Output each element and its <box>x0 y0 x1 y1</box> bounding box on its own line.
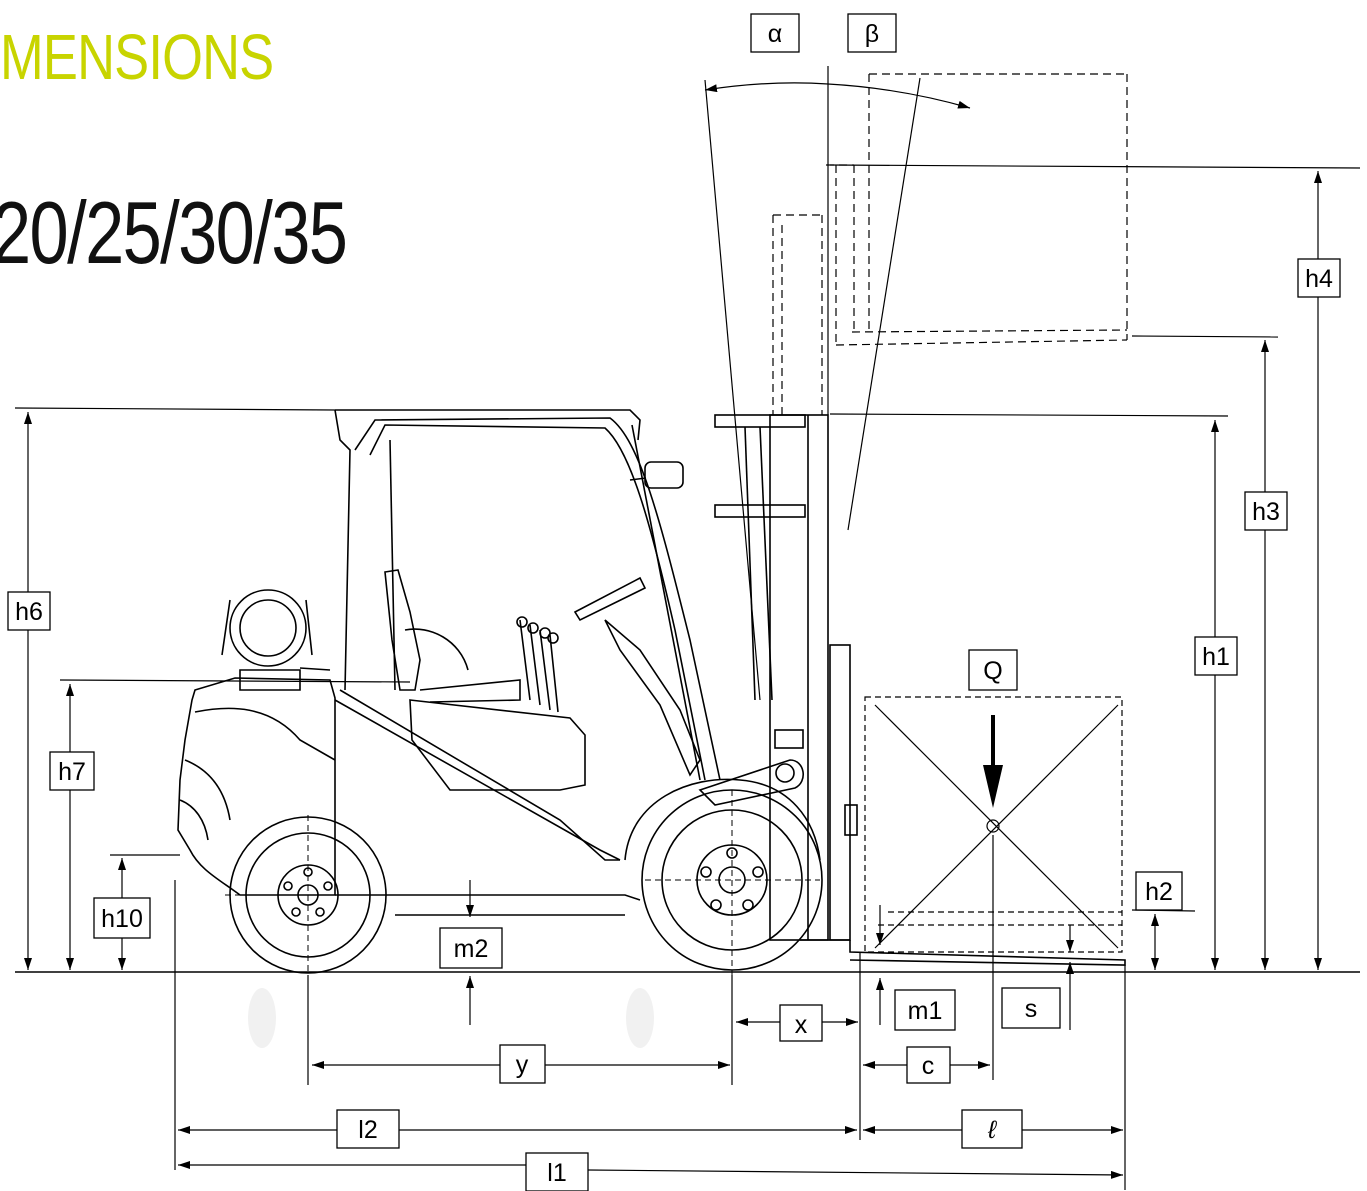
shadow-right <box>626 988 654 1048</box>
model-numbers: 20/25/30/35 <box>0 183 348 282</box>
label-Q: Q <box>983 657 1002 685</box>
load-arrow <box>983 715 1003 808</box>
forklift-body <box>177 409 821 916</box>
label-h7: h7 <box>58 758 86 786</box>
label-h10: h10 <box>101 905 143 933</box>
tilt-lines <box>704 66 971 701</box>
shadow-left <box>248 988 276 1048</box>
label-m2: m2 <box>454 935 489 963</box>
wheel-centerlines <box>225 790 820 975</box>
label-texts: α β h4 h3 h1 h2 h6 h7 h10 m2 m1 s Q x y … <box>15 20 1333 1187</box>
label-c: c <box>922 1052 935 1080</box>
label-h3: h3 <box>1252 498 1280 526</box>
label-y: y <box>516 1051 529 1079</box>
label-beta: β <box>865 20 879 48</box>
label-m1: m1 <box>908 997 943 1025</box>
label-h6: h6 <box>15 598 43 626</box>
label-l2: l2 <box>358 1116 377 1144</box>
label-boxes <box>7 13 1341 1191</box>
mast-raised <box>772 73 1128 415</box>
label-h2: h2 <box>1145 878 1173 906</box>
page-title: MENSIONS <box>0 21 274 93</box>
mast <box>714 414 1126 966</box>
label-alpha: α <box>768 20 782 48</box>
label-l: ℓ <box>987 1116 997 1144</box>
label-s: s <box>1025 995 1038 1023</box>
label-h1: h1 <box>1202 643 1230 671</box>
label-x: x <box>795 1011 808 1039</box>
label-h4: h4 <box>1305 265 1333 293</box>
dimension-lines <box>14 164 1361 1190</box>
label-l1: l1 <box>547 1159 566 1187</box>
